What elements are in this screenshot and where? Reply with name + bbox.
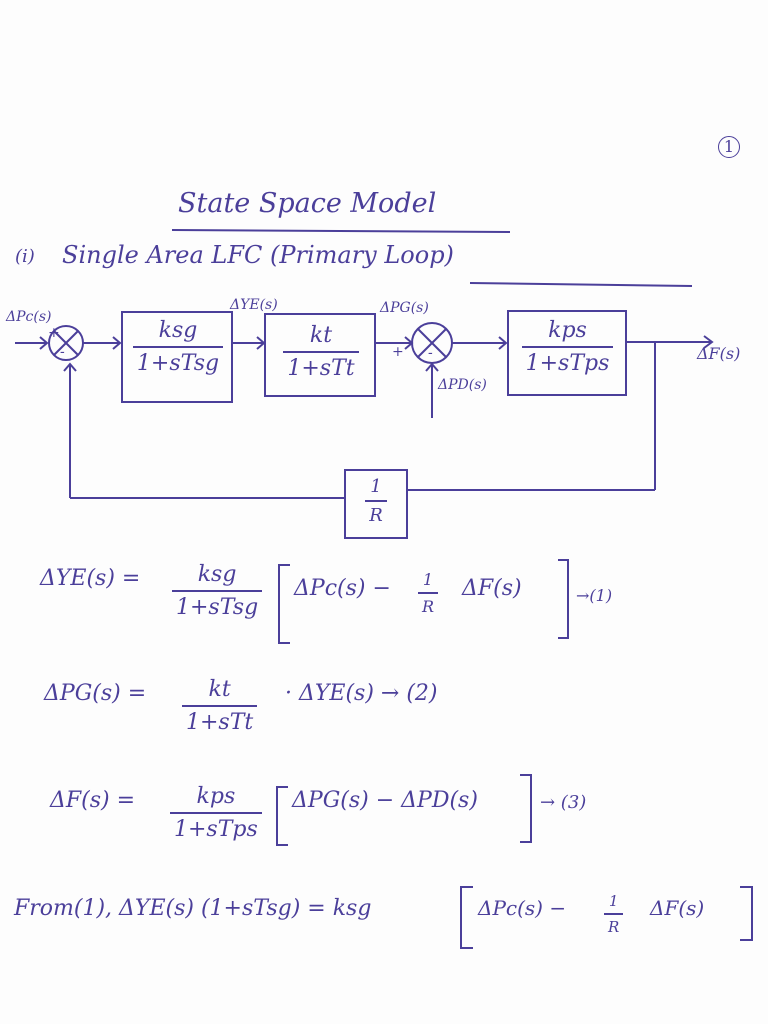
input-signal-label: ΔPc(s) — [6, 309, 52, 325]
power-system-block — [507, 310, 627, 396]
feedback-block — [344, 469, 408, 539]
power-system-transfer-function: kps 1+sTps — [515, 318, 620, 376]
eq1-reference: →(1) — [576, 586, 613, 605]
page-number: 1 — [718, 136, 740, 158]
eq3-left-bracket — [276, 786, 288, 846]
eq1-lhs: ΔYE(s) = — [40, 566, 141, 591]
eq3-right-bracket — [520, 774, 532, 843]
eq3-reference: → (3) — [540, 792, 587, 813]
sum1-plus-sign: + — [48, 325, 60, 341]
sum2-minus-sign: - — [428, 345, 433, 361]
turbine-block — [264, 313, 376, 397]
feedback-transfer-function: 1 R — [352, 476, 400, 526]
eq4-left-bracket — [460, 886, 473, 949]
subtitle-index: (i) — [15, 246, 35, 267]
eq1-bracket-term-b: ΔF(s) — [462, 576, 522, 601]
eq3-bracket-content: ΔPG(s) − ΔPD(s) — [292, 788, 478, 813]
governor-output-label: ΔYE(s) — [230, 297, 278, 313]
load-disturbance-label: ΔPD(s) — [438, 377, 487, 393]
eq1-right-bracket — [558, 559, 569, 639]
governor-block — [121, 311, 233, 403]
eq4-right-bracket — [740, 886, 753, 941]
eq2-rhs: · ΔYE(s) → (2) — [285, 681, 438, 706]
input-arrowhead — [39, 336, 49, 350]
title-underline — [171, 229, 511, 233]
eq1-inner-fraction: 1 R — [418, 570, 439, 616]
eq1-bracket-term-a: ΔPc(s) − — [294, 576, 391, 601]
eq1-left-bracket — [278, 564, 290, 644]
sum2-plus-sign: + — [392, 344, 404, 360]
eq2-lhs: ΔPG(s) = — [44, 681, 147, 706]
turbine-output-label: ΔPG(s) — [380, 300, 429, 316]
turbine-transfer-function: kt 1+sTt — [276, 323, 366, 381]
output-signal-label: ΔF(s) — [697, 344, 741, 363]
eq4-inner-fraction: 1 R — [604, 892, 624, 936]
sum1-minus-sign: - — [60, 344, 65, 360]
eq3-lhs: ΔF(s) = — [50, 788, 136, 813]
eq4-bracket-term-b: ΔF(s) — [650, 896, 705, 920]
subtitle-underline — [469, 282, 693, 287]
page-title: State Space Model — [178, 188, 437, 219]
governor-transfer-function: ksg 1+sTsg — [132, 318, 224, 376]
eq1-fraction: ksg 1+sTsg — [172, 562, 263, 620]
eq3-fraction: kps 1+sTps — [170, 784, 262, 842]
eq4-lhs: From(1), ΔYE(s) (1+sTsg) = ksg — [14, 896, 372, 921]
subtitle: Single Area LFC (Primary Loop) — [62, 241, 454, 269]
eq4-bracket-term-a: ΔPc(s) − — [478, 896, 567, 920]
eq2-fraction: kt 1+sTt — [182, 677, 258, 735]
